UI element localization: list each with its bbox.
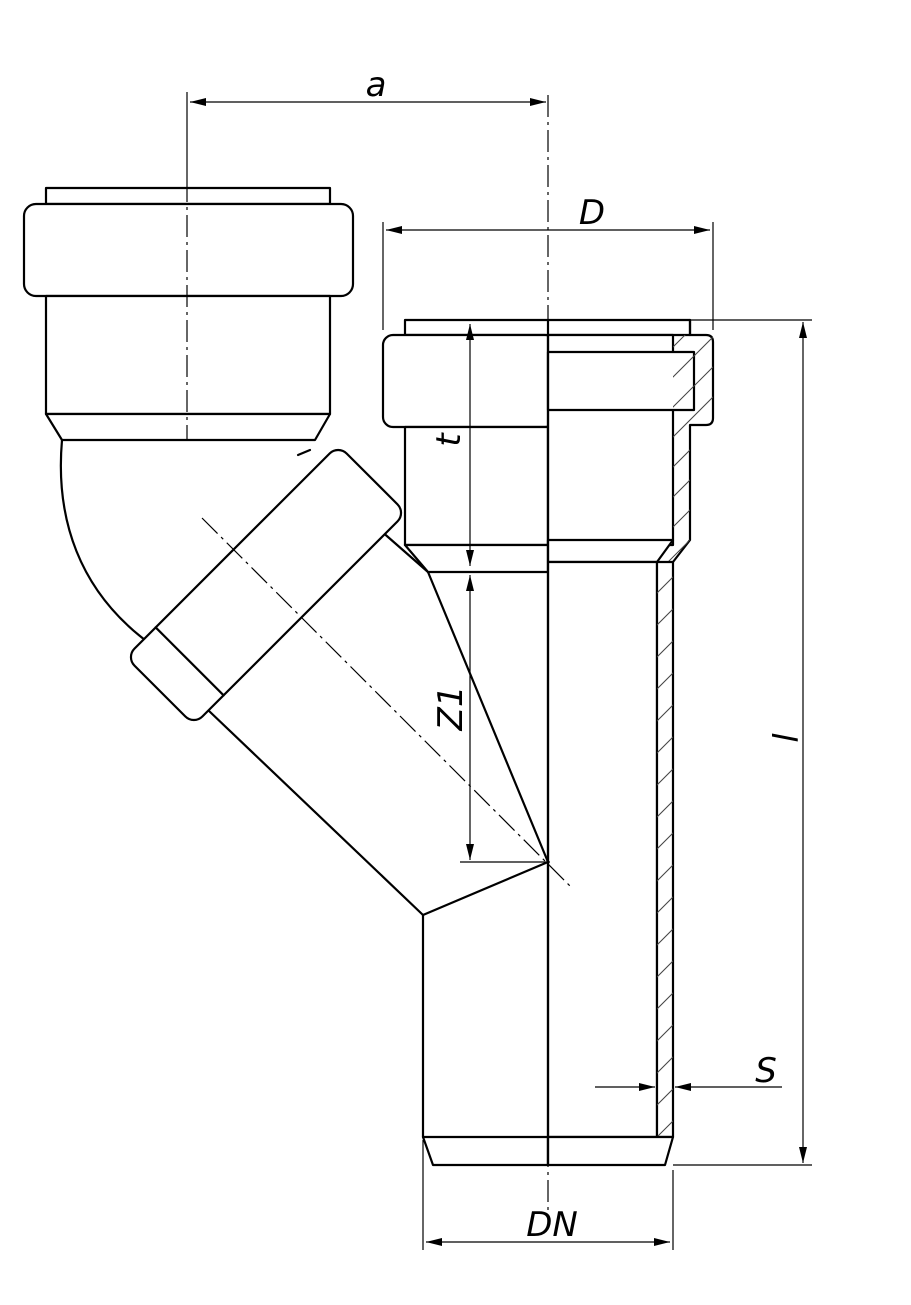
- elbow-bend-curve: [59, 438, 147, 642]
- branch-lower-edge: [206, 708, 425, 917]
- dimension-z1: Z1: [431, 575, 550, 863]
- elbow-fitting: [22, 186, 355, 642]
- spigot-chamfer-left: [421, 1135, 550, 1167]
- main-pipe: [381, 318, 715, 1167]
- elbow-top-cap: [44, 186, 332, 206]
- branch-taper-line: [426, 570, 550, 864]
- dimension-z1-label: Z1: [431, 686, 471, 732]
- socket-outer-profile: [671, 318, 715, 564]
- dimension-D: D: [382, 193, 714, 330]
- spigot-chamfer-right: [546, 1135, 675, 1167]
- main-socket-ring: [381, 333, 557, 429]
- main-chamfer-right: [546, 538, 675, 564]
- dimension-t: t: [429, 324, 474, 566]
- dimension-dn: DN: [422, 1140, 674, 1250]
- dimension-l: l: [673, 319, 812, 1166]
- main-chamfer-left: [403, 543, 550, 574]
- elbow-socket-body: [44, 294, 332, 416]
- main-inner-section: [546, 560, 659, 1139]
- seal-groove: [546, 350, 696, 412]
- elbow-chamfer: [44, 412, 332, 442]
- dimension-s: S: [595, 1051, 782, 1091]
- socket-hatch: [659, 335, 713, 562]
- elbow-socket-ring: [22, 202, 355, 298]
- branch-pipe: [129, 448, 550, 917]
- branch-socket-ring: [129, 448, 403, 722]
- dimension-s-label: S: [755, 1051, 777, 1091]
- main-socket-body: [403, 425, 550, 547]
- dimension-dn-label: DN: [526, 1205, 578, 1245]
- branch-join-line: [421, 860, 550, 917]
- dimension-t-label: t: [429, 432, 469, 447]
- dimension-D-label: D: [579, 193, 605, 233]
- branch-upper-edge: [378, 528, 430, 574]
- wall-hatch: [657, 569, 673, 1137]
- dimension-a: a: [186, 65, 546, 180]
- dimension-l-label: l: [767, 733, 807, 743]
- branch-centerline: [201, 517, 573, 889]
- main-wall: [655, 560, 675, 1139]
- dimension-a-label: a: [366, 65, 387, 105]
